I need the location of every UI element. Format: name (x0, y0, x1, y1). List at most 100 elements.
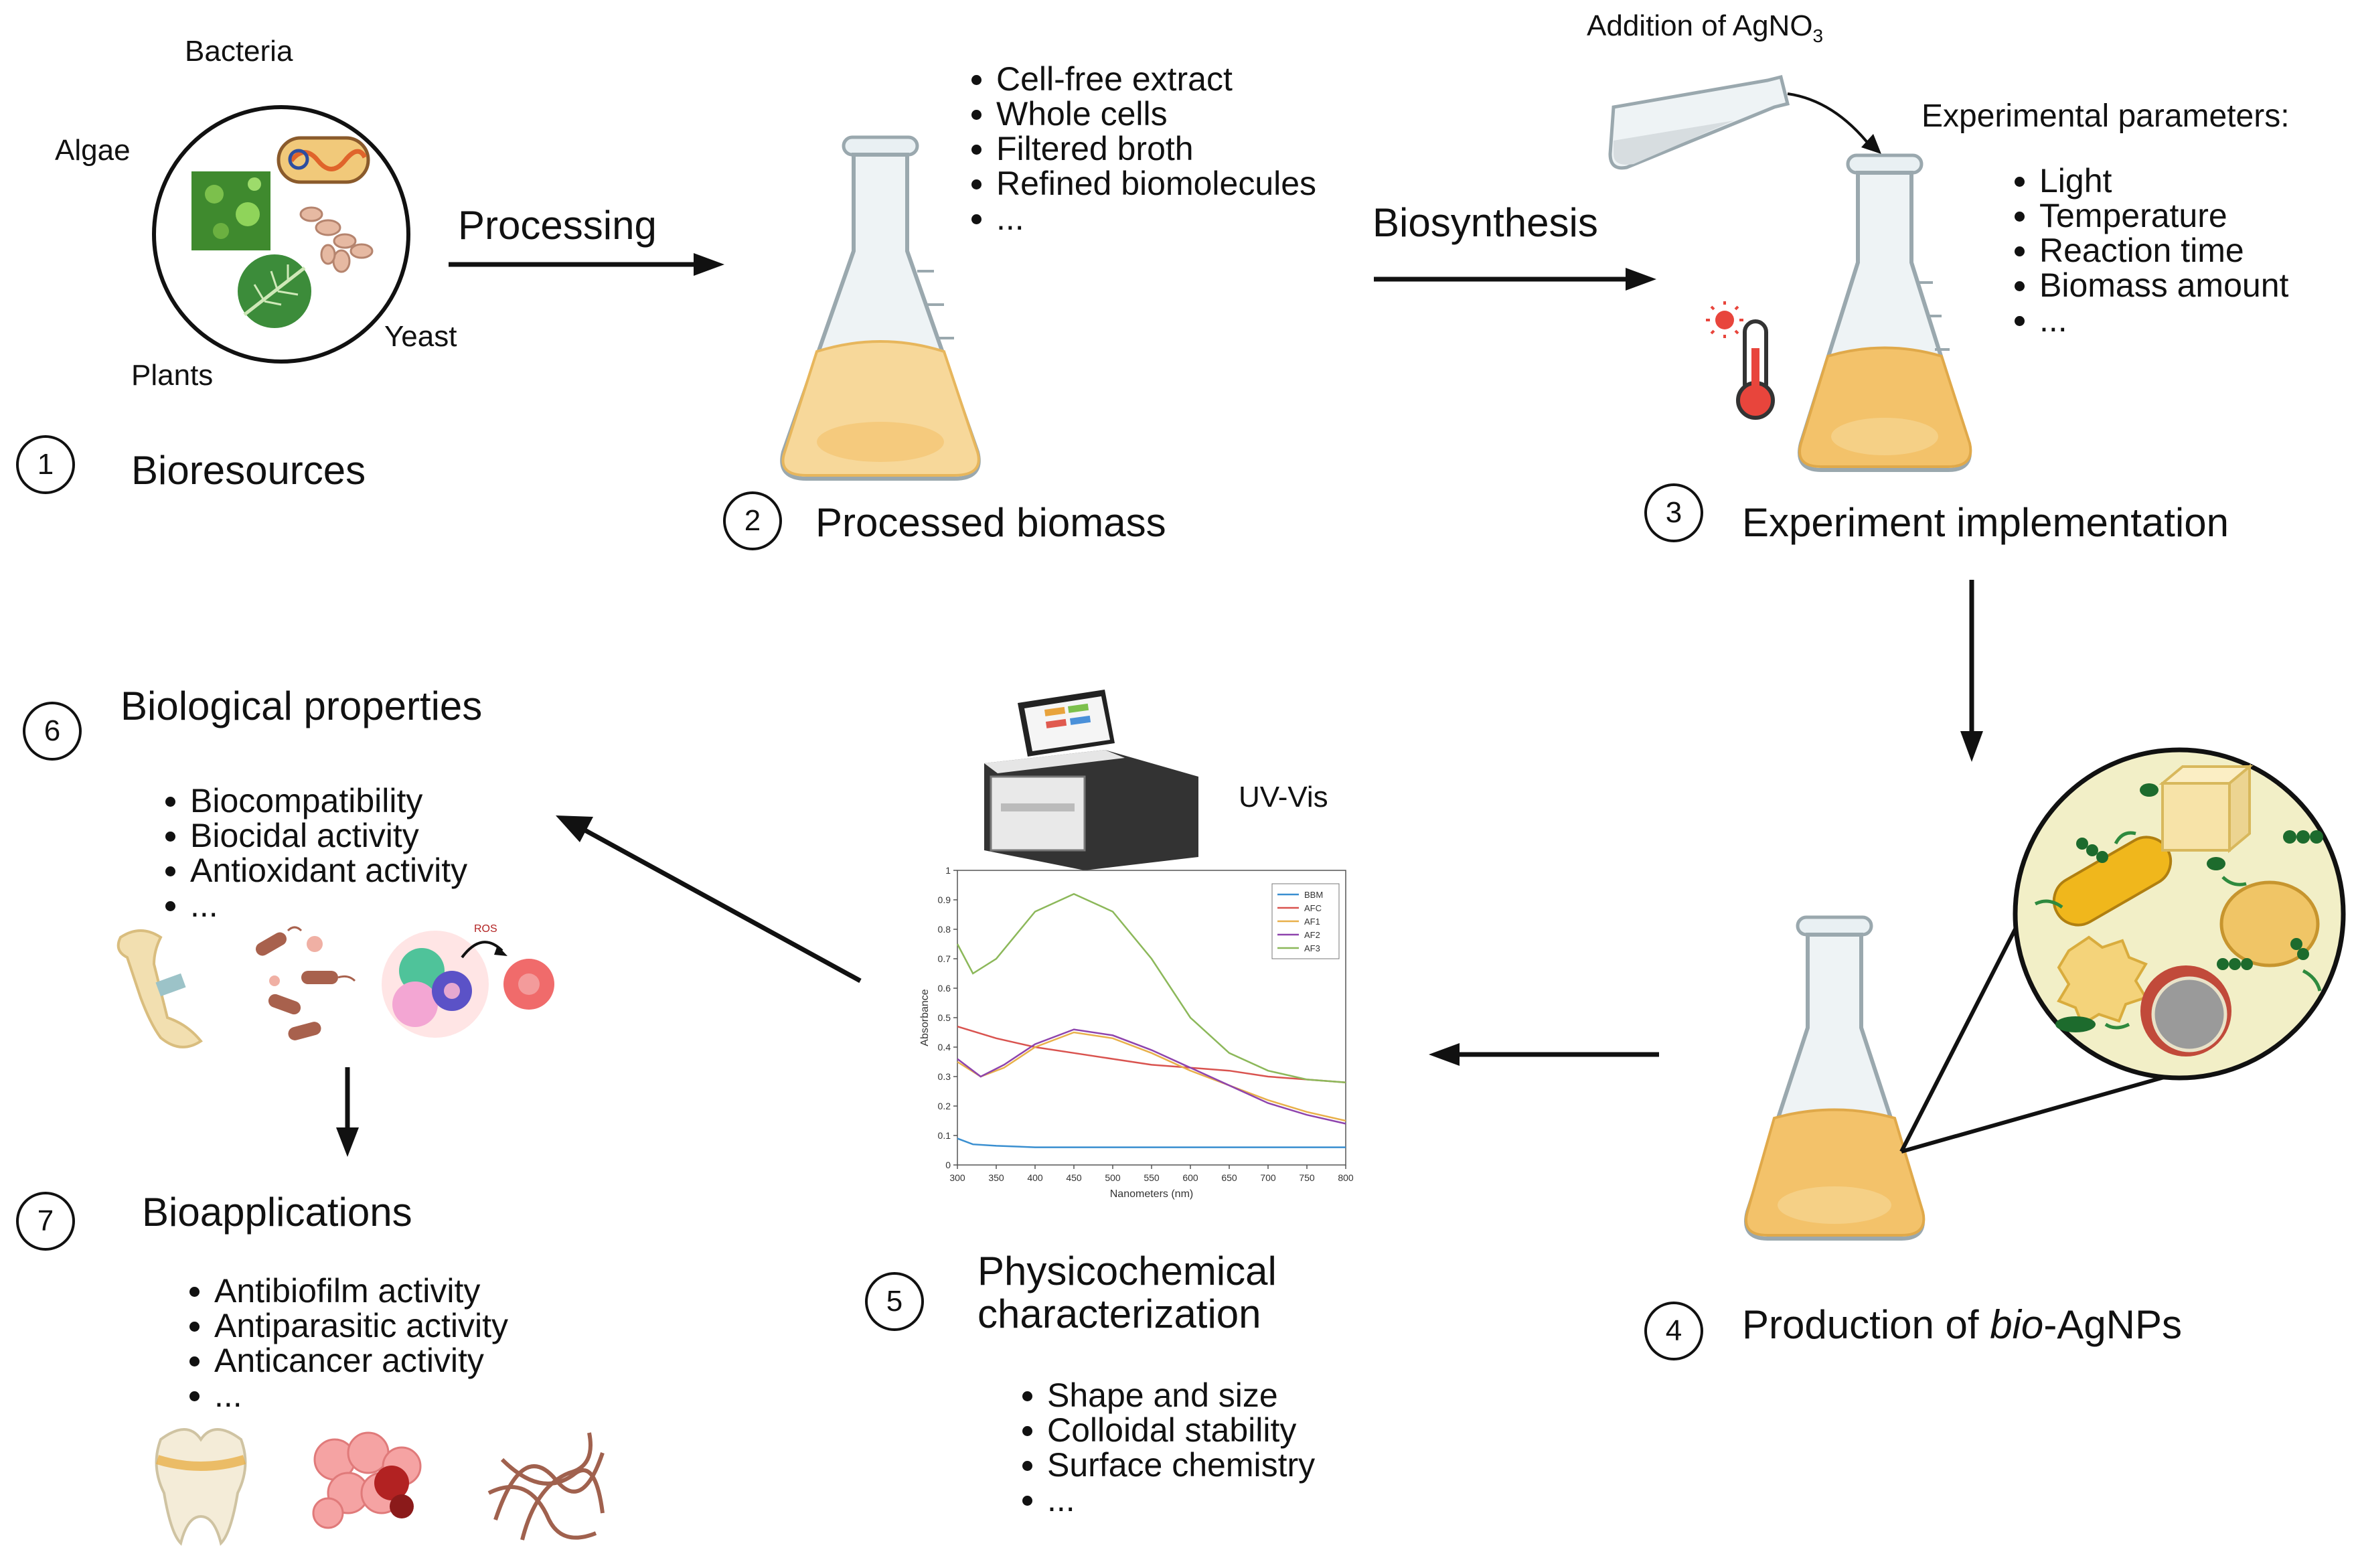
step-number-6: 6 (23, 702, 82, 761)
list-item: Antiparasitic activity (214, 1308, 508, 1343)
y-tick-label: 0.9 (938, 894, 951, 905)
x-tick-label: 500 (1105, 1172, 1121, 1183)
addition-text: Addition of AgNO (1587, 9, 1813, 42)
y-tick-label: 0.6 (938, 983, 951, 994)
series-line-afc (957, 1026, 1346, 1084)
biosynthesis-label: Biosynthesis (1372, 200, 1598, 245)
yeast-icon (299, 206, 374, 273)
down-arrow (1960, 580, 1983, 762)
thermometer-icon (1706, 301, 1775, 420)
step4-title-suffix: -AgNPs (2043, 1302, 2183, 1347)
irregular-particle-icon (2057, 935, 2148, 1026)
step-number-1: 1 (16, 435, 75, 494)
cube-particle-icon (2159, 763, 2254, 854)
step-number-4: 4 (1644, 1302, 1703, 1360)
legend-label: AF3 (1304, 943, 1320, 953)
step4-title-italic: bio (1990, 1302, 2044, 1347)
leaf-icon (238, 254, 311, 328)
list-item: Biocompatibility (190, 783, 467, 818)
addition-label: Addition of AgNO3 (1587, 9, 1823, 47)
screen-icon (1018, 690, 1115, 757)
y-tick-label: 0.4 (938, 1042, 951, 1052)
step5-title-line2: characterization (977, 1291, 1261, 1336)
step4-title: Production of bio-AgNPs (1742, 1302, 2182, 1348)
legend-label: AF1 (1304, 917, 1320, 927)
legend-label: AF2 (1304, 930, 1320, 940)
step6-title: Biological properties (121, 684, 483, 728)
flask-icon (1798, 153, 1972, 472)
label-yeast: Yeast (384, 320, 457, 353)
legend-label: BBM (1304, 890, 1323, 900)
cancer-cells-icon (312, 1431, 422, 1529)
list-item: Filtered broth (996, 131, 1316, 166)
algae-icon (191, 171, 270, 250)
series-line-bbm (957, 1138, 1346, 1148)
step-number-3: 3 (1644, 483, 1703, 542)
step1-title: Bioresources (131, 448, 366, 493)
list-item: Reaction time (2039, 233, 2288, 268)
x-tick-label: 800 (1338, 1172, 1354, 1183)
list-item: Anticancer activity (214, 1343, 508, 1378)
y-tick-label: 0.3 (938, 1071, 951, 1082)
list-item: Colloidal stability (1047, 1413, 1315, 1447)
label-bacteria: Bacteria (185, 35, 293, 68)
x-tick-label: 750 (1299, 1172, 1315, 1183)
step5-title-line1: Physicochemical (977, 1249, 1277, 1293)
step-number-7: 7 (16, 1192, 75, 1251)
immune-cells-icon: ROS (382, 923, 554, 1038)
x-tick-label: 350 (988, 1172, 1004, 1183)
x-tick-label: 600 (1182, 1172, 1198, 1183)
series-line-af3 (956, 892, 1346, 1084)
y-tick-label: 1 (945, 865, 951, 876)
coreshell-particle-icon (2140, 965, 2231, 1056)
step7-title: Bioapplications (142, 1190, 412, 1235)
list-item: Temperature (2039, 198, 2288, 233)
list-item: Light (2039, 163, 2288, 198)
processing-label: Processing (458, 203, 657, 248)
y-tick-label: 0.5 (938, 1012, 951, 1023)
step-number-2: 2 (723, 491, 782, 550)
step6-list: Biocompatibility Biocidal activity Antio… (153, 783, 467, 923)
list-item: ... (2039, 303, 2288, 337)
label-plants: Plants (131, 359, 214, 392)
step-number-5: 5 (865, 1272, 924, 1331)
params-title: Experimental parameters: (1921, 98, 2290, 134)
step4-title-prefix: Production of (1742, 1302, 1990, 1347)
flask-icon (1744, 915, 1926, 1241)
x-tick-label: 400 (1027, 1172, 1043, 1183)
spectrophotometer-icon (984, 690, 1198, 870)
list-item: Cell-free extract (996, 62, 1316, 96)
flask-icon (780, 135, 981, 481)
x-axis-label: Nanometers (nm) (1110, 1188, 1193, 1200)
list-item: Antibiofilm activity (214, 1273, 508, 1308)
list-item: Antioxidant activity (190, 853, 467, 888)
down-arrow (336, 1067, 359, 1157)
diagonal-arrow (556, 815, 862, 984)
parasite-icon (487, 1432, 605, 1541)
addition-subscript: 3 (1812, 25, 1824, 46)
x-tick-label: 450 (1066, 1172, 1082, 1183)
list-item: ... (214, 1378, 508, 1413)
series-line-af2 (957, 1028, 1346, 1125)
y-tick-label: 0.8 (938, 924, 951, 935)
x-tick-label: 550 (1144, 1172, 1160, 1183)
uv-vis-label: UV-Vis (1239, 781, 1328, 813)
list-item: Shape and size (1047, 1378, 1315, 1413)
bacteria-icon (277, 136, 370, 184)
step2-title: Processed biomass (815, 500, 1166, 545)
list-item: Surface chemistry (1047, 1447, 1315, 1482)
step5-list: Shape and size Colloidal stability Surfa… (1010, 1378, 1315, 1517)
left-arrow (1429, 1043, 1659, 1066)
bacteria-cluster-icon (256, 926, 356, 1040)
list-item: Biocidal activity (190, 818, 467, 853)
nanoparticles-circle (2013, 747, 2346, 1081)
list-item: ... (996, 201, 1316, 236)
y-tick-label: 0.7 (938, 953, 951, 964)
processing-arrow (449, 253, 724, 276)
step2-list: Cell-free extract Whole cells Filtered b… (959, 62, 1316, 236)
series-line-af1 (957, 1031, 1346, 1122)
y-tick-label: 0.1 (938, 1130, 951, 1141)
list-item: Biomass amount (2039, 268, 2288, 303)
x-tick-label: 300 (949, 1172, 965, 1183)
